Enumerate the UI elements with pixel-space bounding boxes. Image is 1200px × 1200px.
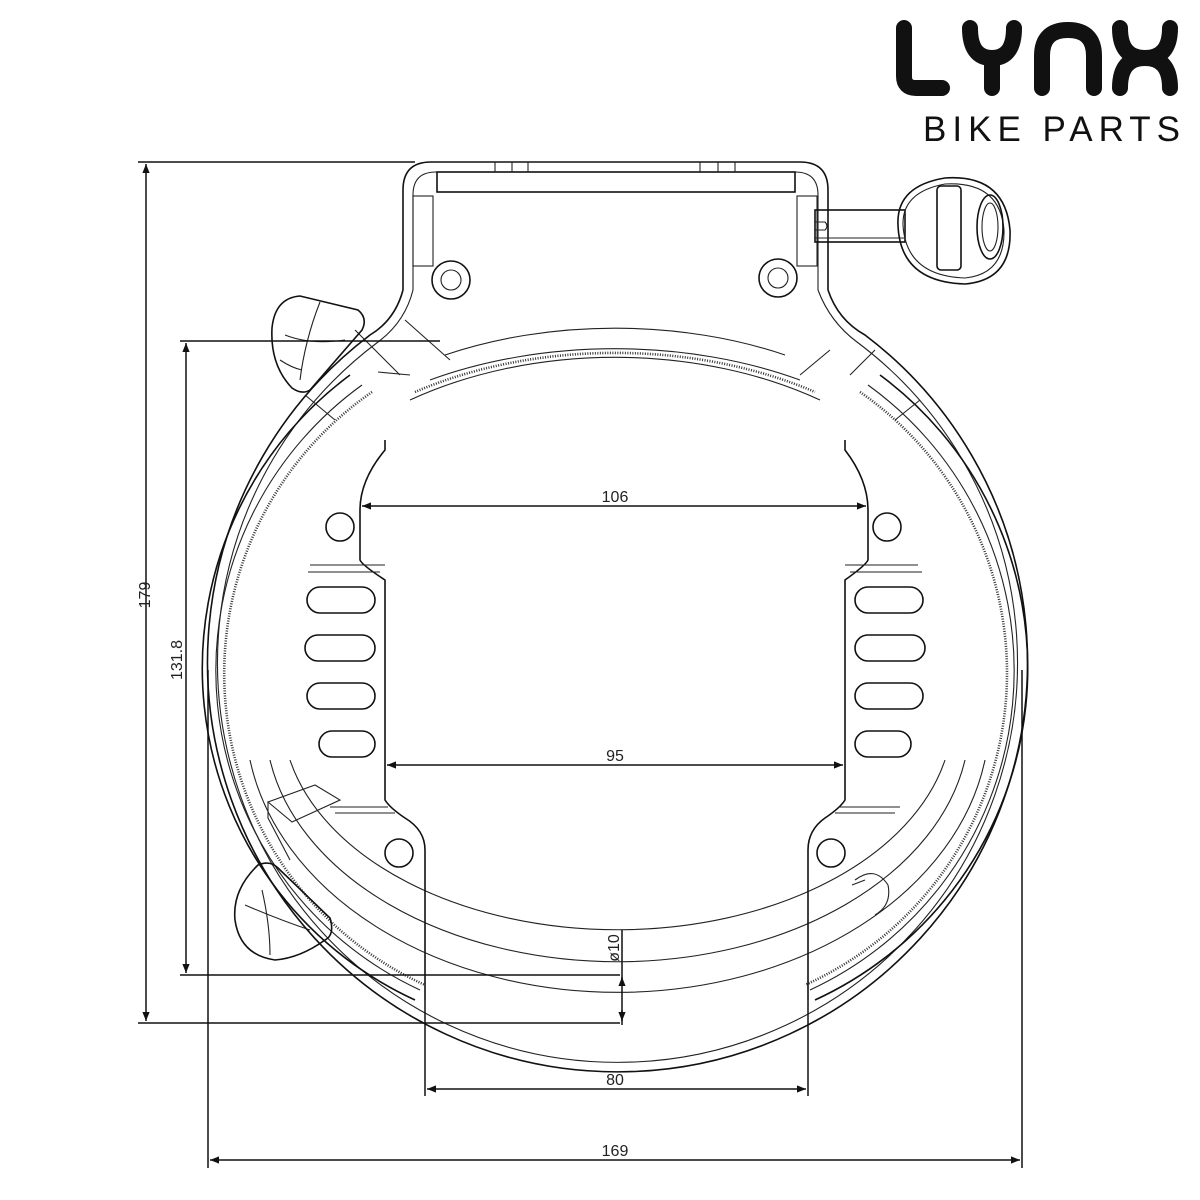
bumper-pad-top [271, 295, 366, 393]
dimension-inner-height: 131.8 [169, 340, 620, 976]
screw-boss-left-icon [431, 260, 471, 300]
latch-guide [266, 784, 890, 916]
vent-slot [306, 586, 376, 614]
dimension-inner-width-mid: 95 [387, 748, 843, 769]
inner-plate [304, 440, 926, 1000]
screw-boss-right-icon [758, 258, 798, 298]
vent-slot [854, 634, 926, 662]
lock-housing [402, 161, 829, 300]
ring-shackle [201, 289, 1029, 1073]
vent-slot [318, 730, 376, 758]
dimension-overall-width: 169 [207, 670, 1023, 1168]
bumper-pad-bottom [233, 862, 333, 961]
vent-slot [854, 682, 924, 710]
vent-slot [854, 586, 924, 614]
brand-logo: BIKE PARTS [892, 18, 1182, 147]
lynx-wordmark-icon [896, 20, 1178, 96]
dim-label-80: 80 [606, 1072, 624, 1089]
dimension-bolt-diameter: ø10 [606, 930, 626, 1025]
dimension-inner-width-top: 106 [362, 489, 866, 510]
key-icon [814, 176, 1011, 285]
vent-slot [854, 730, 912, 758]
vent-slot [304, 634, 376, 662]
dim-label-169: 169 [602, 1143, 629, 1160]
mount-hole-icon [325, 512, 355, 542]
dim-label-131-8: 131.8 [169, 640, 186, 680]
mount-hole-icon [384, 838, 414, 868]
vent-slot [306, 682, 376, 710]
mount-hole-icon [872, 512, 902, 542]
mount-hole-icon [816, 838, 846, 868]
dim-label-179: 179 [137, 582, 154, 609]
dimension-overall-height: 179 [137, 161, 620, 1024]
dim-label-106: 106 [602, 489, 629, 506]
dimension-mount-spacing: 80 [424, 1000, 809, 1096]
dim-label-95: 95 [606, 748, 624, 765]
dim-label-diameter-10: ø10 [606, 934, 623, 962]
brand-tagline: BIKE PARTS [923, 110, 1186, 149]
